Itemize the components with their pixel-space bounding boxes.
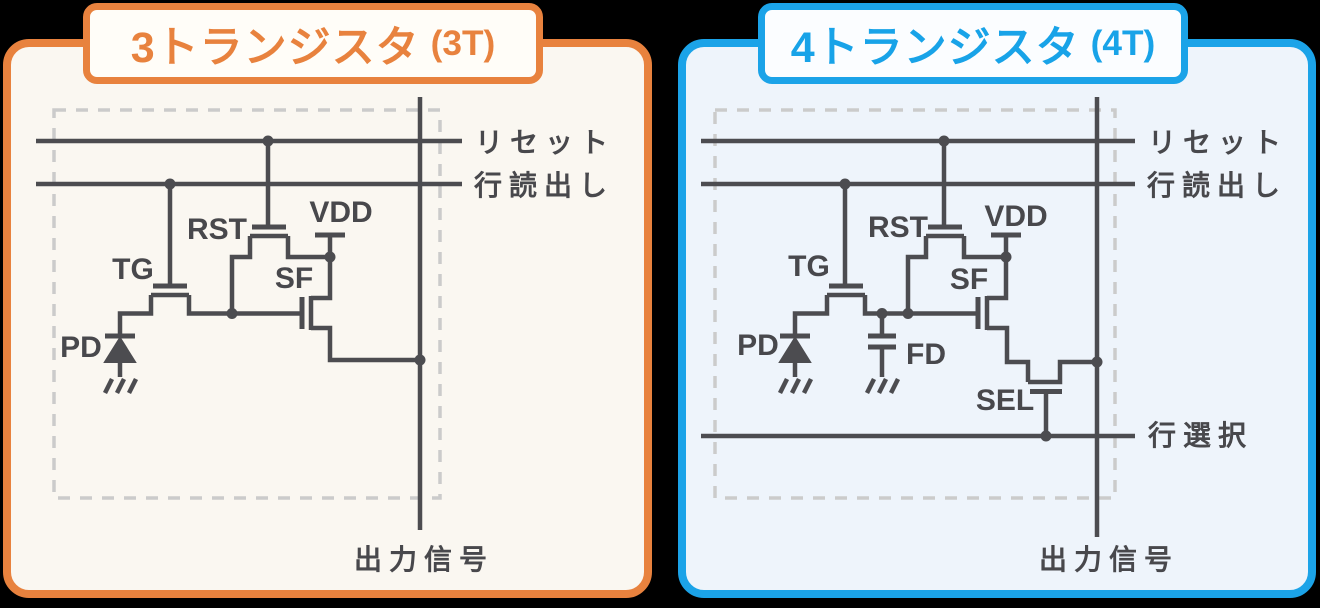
rst-label-4t: RST [868,211,928,244]
title-4t: 4トランジスタ (4T) [758,3,1188,84]
title-3t-main: 3トランジスタ [130,23,420,72]
title-4t-suffix: (4T) [1090,23,1156,63]
transistor-sf-3t [232,296,420,363]
reset-line-label-4t: リセット [1148,127,1289,158]
pixel-boundary-box-4t [713,108,1117,500]
reset-line-label-3t: リセット [475,127,616,158]
vdd-label-4t: VDD [984,200,1048,233]
photodiode-pd-4t [778,333,812,377]
vdd-supply-4t [987,232,1021,301]
ground-icon [864,377,901,395]
tg-label-4t: TG [788,250,830,283]
panel-4t [678,39,1316,598]
transistor-sf-4t [975,296,1031,382]
junction-dots-3t [164,135,426,366]
vdd-supply-3t [311,232,345,301]
capacitor-fd-4t [868,313,896,377]
title-3t-suffix: (3T) [430,23,496,63]
rst-label-3t: RST [187,213,247,246]
row-readout-line-label-3t: 行読出し [474,170,615,201]
tg-label-3t: TG [112,253,154,286]
row-readout-line-label-4t: 行読出し [1147,170,1288,201]
pd-label-4t: PD [737,329,779,362]
ground-icon [102,377,139,395]
transistor-sel-4t [1028,359,1097,436]
sf-label-4t: SF [949,263,989,296]
transistor-tg-4t [792,184,978,336]
ground-icon [777,377,814,395]
pixel-boundary-box-3t [52,108,442,500]
transistor-rst-4t [905,141,1006,314]
title-4t-main: 4トランジスタ [790,23,1080,72]
output-signal-label-3t: 出力信号 [353,544,495,575]
pd-label-3t: PD [60,331,102,364]
vdd-label-3t: VDD [309,196,373,229]
fd-label-4t: FD [906,338,946,371]
transistor-tg-3t [117,184,232,336]
sel-label-4t: SEL [975,384,1035,417]
transistor-rst-3t [229,141,330,314]
row-select-line-label-4t: 行選択 [1148,420,1254,451]
junction-dots-4t [839,135,1103,442]
title-3t: 3トランジスタ (3T) [83,3,543,84]
output-signal-label-4t: 出力信号 [1038,544,1180,575]
photodiode-pd-3t [103,333,137,377]
sf-label-3t: SF [274,262,314,295]
